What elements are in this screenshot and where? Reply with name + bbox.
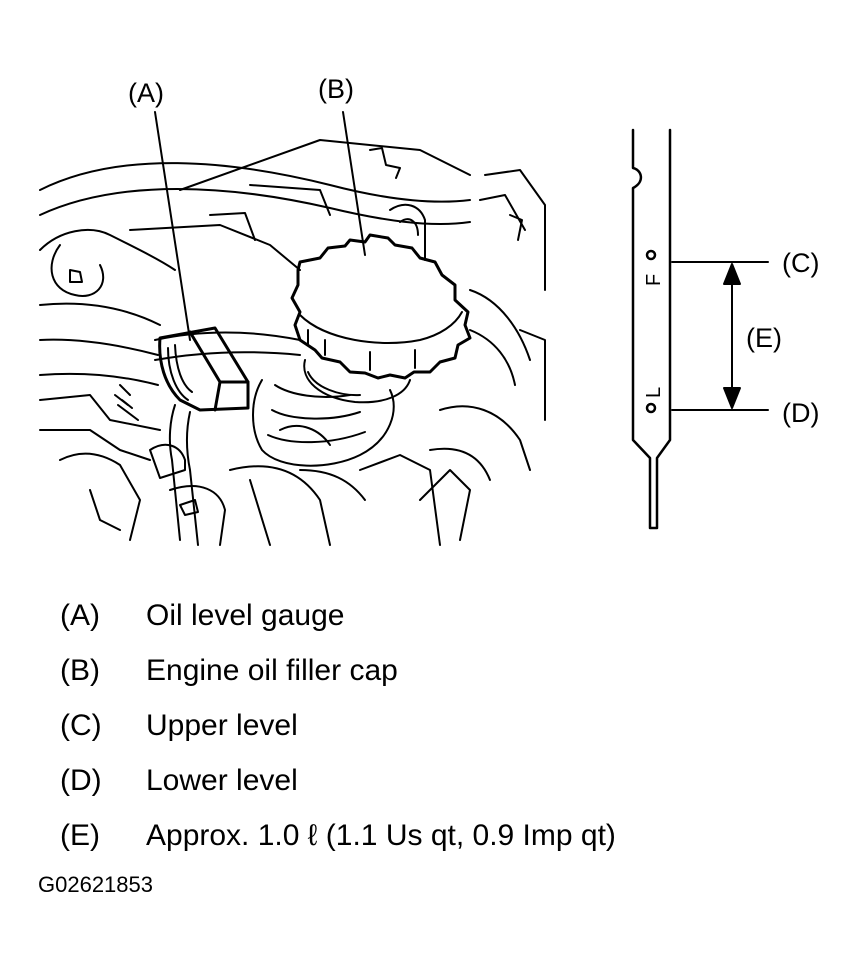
legend-item: (A) Oil level gauge <box>60 588 616 643</box>
figure-id: G02621853 <box>38 872 153 897</box>
callout-e: (E) <box>746 323 782 353</box>
legend-key: (D) <box>60 763 102 797</box>
engine-bay-sketch <box>39 139 546 546</box>
legend-key: (A) <box>60 598 100 632</box>
legend: (A) Oil level gauge (B) Engine oil fille… <box>60 588 616 863</box>
legend-item: (C) Upper level <box>60 698 616 753</box>
legend-description: Engine oil filler cap <box>146 653 398 687</box>
legend-description: Lower level <box>146 763 298 797</box>
legend-description: Upper level <box>146 708 298 742</box>
oil-level-gauge-handle <box>158 326 250 412</box>
range-arrow-head-up <box>723 263 741 285</box>
legend-item: (D) Lower level <box>60 753 616 808</box>
range-arrow-head-down <box>723 387 741 409</box>
dipstick <box>631 128 672 530</box>
upper-hole-dot <box>645 249 657 261</box>
legend-key: (C) <box>60 708 102 742</box>
legend-item: (B) Engine oil filler cap <box>60 643 616 698</box>
dipstick-mark-l: L <box>643 387 665 398</box>
legend-key: (B) <box>60 653 100 687</box>
legend-description: Approx. 1.0 ℓ (1.1 Us qt, 0.9 Imp qt) <box>146 818 616 852</box>
dipstick-mark-f: F <box>643 274 665 286</box>
lower-hole-dot <box>645 402 657 414</box>
engine-oil-filler-cap <box>290 233 472 380</box>
callout-d: (D) <box>782 398 820 428</box>
callout-a: (A) <box>128 78 164 108</box>
callout-b: (B) <box>318 74 354 104</box>
legend-description: Oil level gauge <box>146 598 345 632</box>
leader-lines <box>154 111 366 341</box>
level-indicators <box>671 261 769 411</box>
legend-key: (E) <box>60 818 100 852</box>
legend-item: (E) Approx. 1.0 ℓ (1.1 Us qt, 0.9 Imp qt… <box>60 808 616 863</box>
callout-c: (C) <box>782 248 820 278</box>
